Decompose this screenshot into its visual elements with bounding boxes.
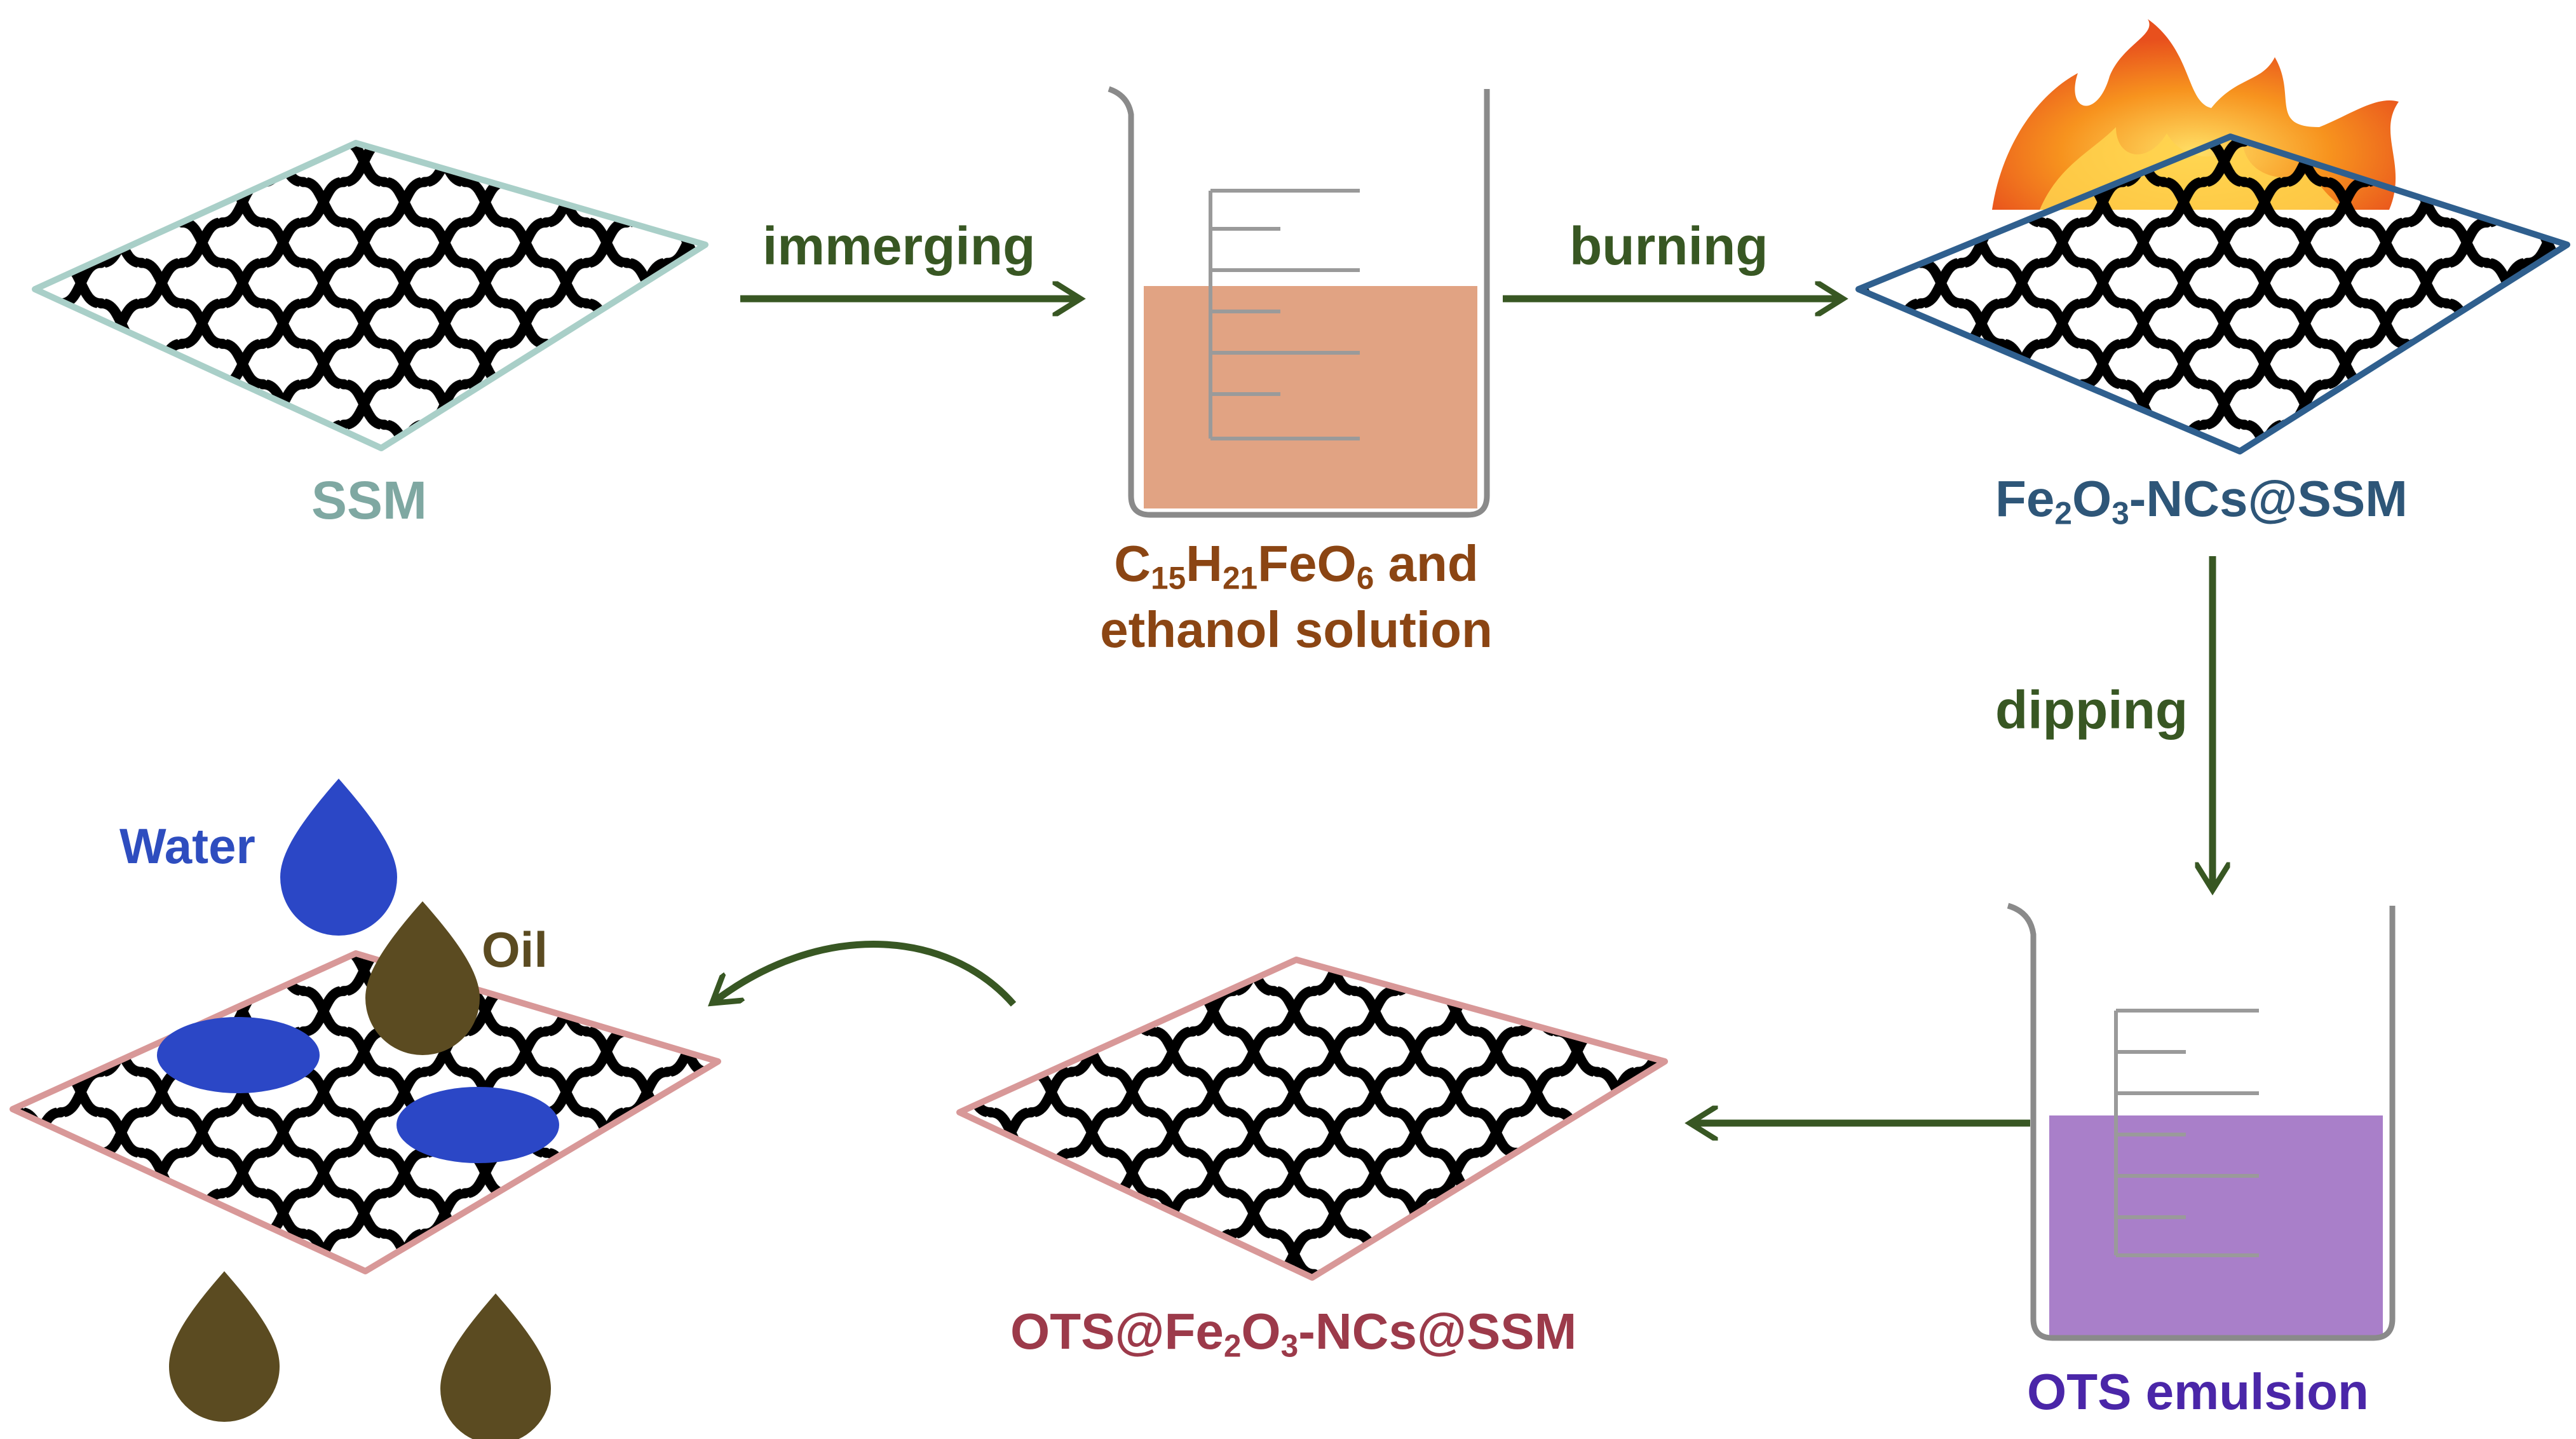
fe2o3-ncs-ssm-label: Fe2O3-NCs@SSM (1995, 470, 2408, 531)
ssm-mesh (32, 140, 708, 451)
ots-fe2o3-mesh (956, 957, 1668, 1281)
step-label-burning: burning (1569, 216, 1768, 276)
solution-label-line1: C15H21FeO6 and (1114, 535, 1479, 596)
oil-drop-icon (440, 1293, 551, 1439)
beaker-solution (1108, 86, 1490, 518)
ssm-label: SSM (311, 470, 428, 530)
oil-drop-icon (365, 901, 480, 1055)
oil-drop-icon (169, 1271, 280, 1422)
fe2o3-mesh (1855, 133, 2570, 454)
water-puddle-icon (397, 1087, 559, 1163)
ots-emulsion-label: OTS emulsion (2027, 1363, 2369, 1420)
water-drop-icon (280, 779, 397, 936)
step-label-immerging: immerging (763, 216, 1036, 276)
beaker-ots-emulsion (2007, 903, 2396, 1341)
step-label-dipping: dipping (1995, 680, 2188, 740)
solution-label-line2: ethanol solution (1100, 601, 1493, 658)
water-puddle-icon (157, 1017, 320, 1093)
separation-mesh (10, 950, 721, 1274)
oil-label: Oil (482, 922, 548, 978)
solution-label: C15H21FeO6 and ethanol solution (1080, 531, 1512, 663)
water-label: Water (119, 818, 255, 874)
ots-fe2o3-ncs-ssm-label: OTS@Fe2O3-NCs@SSM (1010, 1303, 1577, 1364)
arrow-curved-to-separation (715, 941, 1017, 1007)
